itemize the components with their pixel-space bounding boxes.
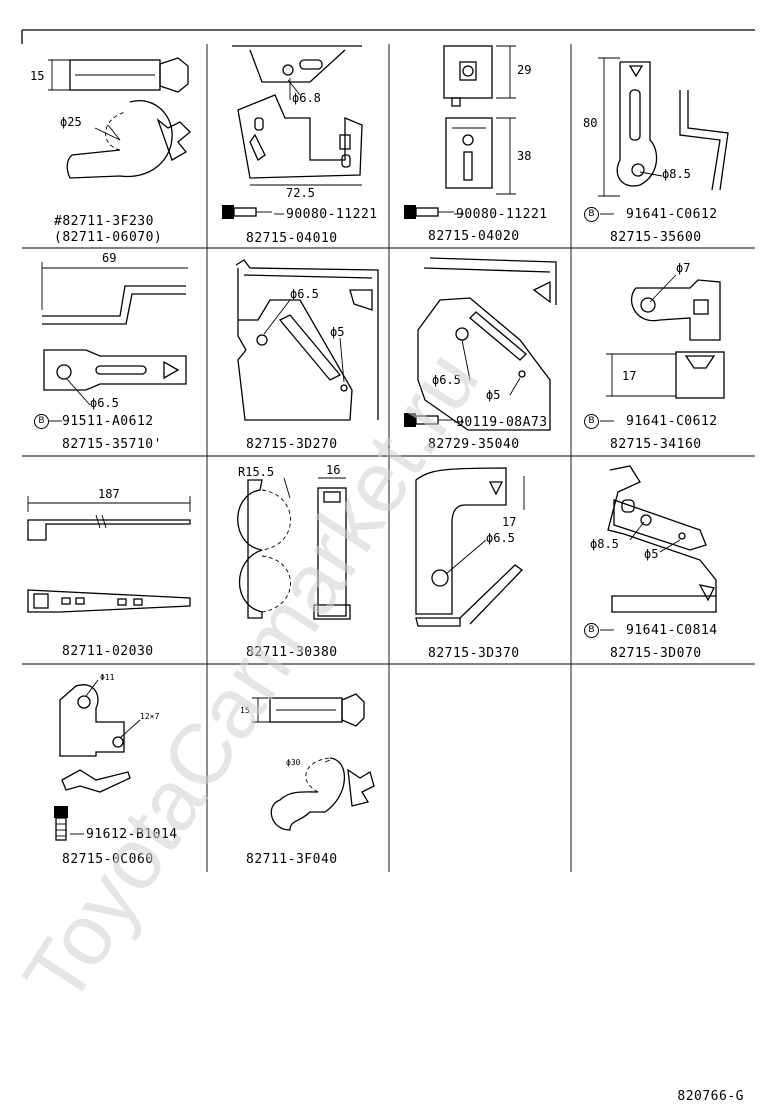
fastener-number-91612-B1014: 91612-B1014	[86, 827, 178, 842]
dim-diameter-5-b: ϕ5	[486, 388, 501, 402]
alt-part-number-82711-06070: (82711-06070)	[54, 230, 163, 245]
dim-diameter-7: ϕ7	[676, 261, 691, 275]
part-number-82715-35600: 82715-35600	[610, 230, 702, 245]
part-drawing-82729-35040	[404, 257, 557, 431]
dim-15-b: 15	[240, 706, 250, 715]
dim-diameter-6-8: ϕ6.8	[292, 91, 321, 105]
dim-16: 16	[326, 463, 341, 477]
part-number-82715-34160: 82715-34160	[610, 437, 702, 452]
part-number-82715-3D370: 82715-3D370	[428, 646, 520, 661]
dim-diameter-5: ϕ5	[330, 325, 345, 339]
part-number-82711-30380: 82711-30380	[246, 645, 338, 660]
dim-diameter-6-5: ϕ6.5	[90, 396, 119, 410]
part-drawing-82711-02030	[27, 496, 191, 613]
dim-diameter-30: ϕ30	[286, 758, 301, 767]
dim-diameter-11: Φ11	[100, 673, 115, 682]
dim-diameter-6-5-b: ϕ6.5	[290, 287, 319, 301]
leader-lines	[65, 78, 681, 763]
part-drawing-82715-34160	[606, 279, 725, 399]
fastener-number-91641-C0612: 91641-C0612	[626, 207, 718, 222]
dim-diameter-5-c: ϕ5	[644, 547, 659, 561]
dim-diameter-6-5-c: ϕ6.5	[432, 373, 461, 387]
dim-17: 17	[622, 369, 637, 383]
part-number-82729-35040: 82729-35040	[428, 437, 520, 452]
part-drawing-82715-04020	[404, 45, 516, 219]
part-drawing-82711-3F040	[252, 693, 375, 831]
dim-radius-15-5: R15.5	[238, 465, 275, 479]
part-drawing-82715-3D070	[607, 465, 717, 613]
part-number-82715-3D070: 82715-3D070	[610, 646, 702, 661]
fastener-mark-b-3: B	[584, 414, 599, 429]
dim-80: 80	[583, 116, 598, 130]
drawing-code: 820766-G	[677, 1089, 744, 1104]
part-drawing-82715-35600	[598, 57, 729, 197]
part-drawing-82711-30380	[237, 477, 351, 620]
fastener-number-91641-C0814: 91641-C0814	[626, 623, 718, 638]
dim-diameter-6-5-d: ϕ6.5	[486, 531, 515, 545]
dim-69: 69	[102, 251, 117, 265]
dim-72-5: 72.5	[286, 186, 315, 200]
dim-12x7: 12×7	[140, 712, 160, 721]
part-number-82715-04020: 82715-04020	[428, 229, 520, 244]
dim-17-b: 17	[502, 515, 517, 529]
part-drawing-82715-3D370	[415, 467, 525, 627]
dim-15: 15	[30, 69, 45, 83]
part-drawing-82715-0C060	[54, 684, 131, 841]
dim-diameter-25: ϕ25	[60, 115, 82, 129]
fastener-number-90080-11221-b: 90080-11221	[456, 207, 548, 222]
part-number-82715-04010: 82715-04010	[246, 231, 338, 246]
fastener-mark-b-4: B	[584, 623, 599, 638]
fastener-mark-b-2: B	[34, 414, 49, 429]
part-drawing-82711-3F230	[48, 57, 191, 179]
dim-diameter-8-5: ϕ8.5	[662, 167, 691, 181]
fastener-number-91641-C0612-b: 91641-C0612	[626, 414, 718, 429]
part-number-82715-3D270: 82715-3D270	[246, 437, 338, 452]
fastener-mark-b: B	[584, 207, 599, 222]
fastener-number-90080-11221: 90080-11221	[286, 207, 378, 222]
part-number-82715-0C060: 82715-0C060	[62, 852, 154, 867]
part-number-82711-3F040: 82711-3F040	[246, 852, 338, 867]
part-drawing-82715-3D270	[235, 259, 379, 421]
part-number-82711-02030: 82711-02030	[62, 644, 154, 659]
part-number-82715-35710: 82715-35710'	[62, 437, 162, 452]
dim-29: 29	[517, 63, 532, 77]
dim-38: 38	[517, 149, 532, 163]
fastener-number-90119-08A73: 90119-08A73	[456, 415, 548, 430]
dim-diameter-8-5-b: ϕ8.5	[590, 537, 619, 551]
fastener-number-91511-A0612: 91511-A0612	[62, 414, 154, 429]
fastener-connectors	[48, 213, 614, 835]
dim-187: 187	[98, 487, 120, 501]
part-number-82711-3F230: #82711-3F230	[54, 214, 154, 229]
part-drawing-82715-35710	[41, 262, 188, 391]
grid-lines	[21, 29, 755, 872]
